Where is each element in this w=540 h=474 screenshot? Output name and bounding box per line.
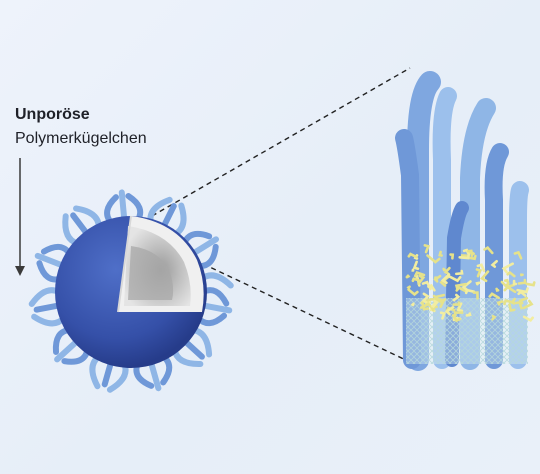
bead-chain [171, 202, 187, 238]
ligand-strand [407, 252, 418, 259]
ligand-strand [517, 278, 527, 285]
ligand-strand [467, 249, 474, 257]
bead-label: Unporöse Polymerkügelchen [15, 103, 147, 151]
ligand-strand [522, 315, 535, 322]
ligand-strand [490, 259, 498, 268]
ligand-strand [518, 296, 529, 305]
ligand-strand [426, 254, 441, 264]
ligand-strand [412, 260, 420, 270]
ligand-strand [453, 311, 464, 317]
ligand-strand [500, 280, 510, 288]
ligand-strand [455, 269, 464, 276]
down-arrow-icon [15, 158, 25, 276]
ligand-strand [442, 267, 446, 272]
ligand-strand [454, 282, 467, 291]
ligand-strand [432, 299, 439, 308]
ligand-strand [483, 245, 494, 255]
ligand-strand [440, 273, 451, 285]
zoom-line-bottom [194, 259, 411, 363]
ligand-strand [447, 274, 462, 283]
ligand-strand [406, 285, 411, 290]
ligand-strand [421, 280, 432, 291]
ligand-strand [515, 300, 523, 310]
ligand-strand [430, 305, 438, 312]
ligand-strand [488, 292, 500, 299]
ligand-strand [407, 288, 419, 297]
ligand-strand [451, 314, 461, 323]
ligand-strand [452, 301, 461, 306]
zoom-line-top [151, 67, 411, 217]
ligand-strand [475, 281, 481, 286]
ligand-strand [503, 278, 510, 285]
ligand-strand [508, 303, 516, 312]
ligand-strand [517, 290, 527, 297]
ligand-strand [434, 293, 446, 302]
ligand-strand [420, 292, 430, 305]
ligand-strand [410, 302, 415, 307]
ligand-strand [414, 271, 426, 277]
ligand-strand [466, 254, 477, 261]
ligand-strand [443, 266, 451, 275]
ligand-strand [472, 291, 479, 300]
bead-chain [31, 313, 67, 327]
ligand-strand [444, 306, 455, 316]
bead-cutaway [117, 215, 204, 313]
ligand-strand [433, 274, 442, 283]
ligand-strand [501, 262, 514, 274]
ligand-strand [423, 244, 431, 254]
ligand-strand [503, 285, 517, 294]
ligand-strand [525, 281, 536, 287]
ligand-layer [405, 244, 536, 323]
ligand-strand [522, 299, 534, 310]
ligand-strand [458, 253, 470, 260]
ligand-strand [465, 312, 472, 317]
ligand-strand [438, 250, 443, 257]
bead-label-subtitle: Polymerkügelchen [15, 130, 147, 147]
ligand-strand [506, 270, 516, 278]
ligand-strand [476, 263, 486, 273]
ligand-strand [513, 250, 523, 260]
ligand-strand [496, 300, 504, 306]
ligand-strand [495, 287, 500, 292]
ligand-strand [461, 280, 472, 292]
ligand-strand [452, 293, 461, 302]
bead-label-title: Unporöse [15, 106, 90, 123]
ligand-strand [439, 311, 446, 320]
ligand-strand [405, 274, 411, 279]
ligand-strand [512, 279, 518, 286]
bead-chain [28, 287, 62, 307]
bead-chain [118, 189, 128, 224]
polymer-bead [28, 189, 234, 393]
ligand-strand [475, 268, 483, 278]
ligand-strand [449, 253, 455, 260]
ligand-strand [462, 248, 471, 256]
bead-chain [89, 353, 102, 390]
ligand-strand [417, 274, 426, 286]
ligand-strand [491, 314, 497, 321]
zoomed-polymer-chains [395, 71, 529, 371]
ligand-strand [411, 277, 421, 283]
bead-chain [54, 337, 81, 363]
ligand-strand [421, 301, 430, 311]
ligand-strand [480, 270, 490, 283]
ligand-strand [464, 288, 476, 295]
ligand-strand [510, 297, 516, 305]
